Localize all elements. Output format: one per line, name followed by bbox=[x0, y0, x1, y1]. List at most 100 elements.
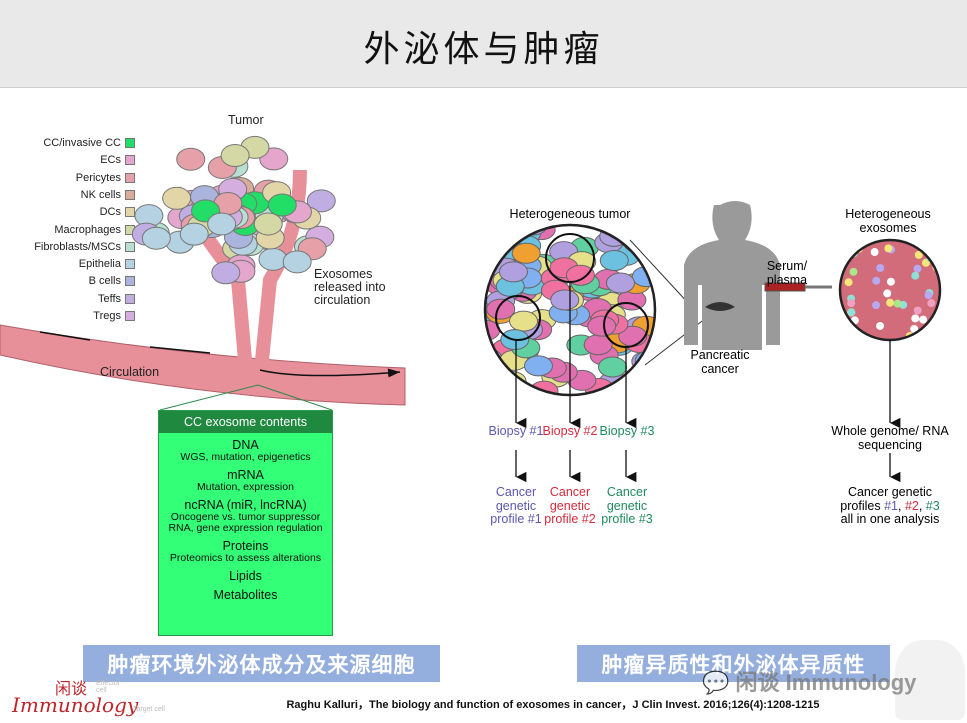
callout-line bbox=[257, 384, 333, 410]
profile-label-2: Cancer genetic profile #2 bbox=[544, 485, 596, 526]
cell bbox=[162, 186, 192, 210]
tumor-cells bbox=[131, 135, 336, 285]
logo-cn: 闲谈 bbox=[55, 679, 88, 698]
exosome bbox=[913, 264, 922, 273]
legend-item: Tregs bbox=[0, 310, 135, 322]
box-header: CC exosome contents bbox=[159, 411, 332, 433]
legend-item: Teffs bbox=[0, 293, 135, 305]
legend-swatch bbox=[125, 293, 135, 304]
tumor-cell bbox=[598, 356, 628, 378]
legend-item: ECs bbox=[0, 154, 135, 166]
cell bbox=[179, 222, 209, 246]
pancreas-icon bbox=[705, 302, 735, 311]
content-item: Lipids bbox=[159, 569, 332, 583]
legend-label: Fibroblasts/MSCs bbox=[34, 240, 121, 253]
exosome bbox=[931, 245, 940, 254]
legend-swatch bbox=[125, 241, 135, 252]
tumor-cell bbox=[640, 225, 655, 238]
legend-swatch bbox=[125, 311, 135, 321]
legend-label: Pericytes bbox=[75, 171, 121, 184]
exosome bbox=[847, 308, 856, 317]
tumor-cell bbox=[623, 232, 653, 254]
serum-label: Serum/ plasma bbox=[766, 259, 808, 287]
tumor-cell bbox=[523, 355, 553, 377]
legend-swatch bbox=[125, 276, 135, 287]
person-silhouette bbox=[684, 201, 780, 350]
tumor-cell bbox=[587, 315, 617, 337]
logo-effector: Effector cell bbox=[96, 680, 120, 694]
banner-right: 肿瘤异质性和外泌体异质性 bbox=[577, 645, 890, 682]
exosome bbox=[870, 248, 879, 257]
legend-label: DCs bbox=[99, 206, 121, 219]
exosome bbox=[886, 298, 895, 307]
cell bbox=[207, 212, 237, 236]
exosome bbox=[876, 321, 885, 330]
flow-arrows bbox=[515, 282, 901, 483]
exosome bbox=[926, 247, 935, 256]
content-title: Proteins bbox=[222, 539, 269, 553]
zoom-line bbox=[629, 239, 691, 306]
exosome bbox=[914, 250, 923, 259]
exosome bbox=[911, 314, 920, 323]
wechat-icon: 💬 bbox=[702, 670, 730, 695]
legend-label: Epithelia bbox=[78, 258, 121, 271]
exosome bbox=[847, 299, 856, 308]
profile-label-3: Cancer genetic profile #3 bbox=[601, 485, 653, 526]
callout-line bbox=[159, 384, 259, 410]
cell bbox=[282, 250, 312, 274]
blood-vessel bbox=[0, 324, 406, 406]
legend-swatch bbox=[125, 259, 135, 270]
exosome bbox=[911, 271, 920, 280]
heterogeneity-illustration bbox=[483, 201, 942, 483]
cell bbox=[211, 261, 241, 285]
content-item: ncRNA (miR, lncRNA)Oncogene vs. tumor su… bbox=[159, 498, 332, 534]
watermark-text: 闲谈 Immunology bbox=[735, 670, 917, 695]
content-title: mRNA bbox=[227, 468, 264, 482]
tumor-cell bbox=[599, 249, 629, 271]
logo-target: Target cell bbox=[133, 706, 165, 713]
tumor-cell bbox=[550, 289, 580, 311]
legend-label: CC/invasive CC bbox=[43, 137, 121, 149]
tumor-label: Tumor bbox=[228, 113, 264, 127]
legend-label: Tregs bbox=[93, 310, 121, 322]
exosome bbox=[849, 267, 858, 276]
title-bar bbox=[0, 0, 967, 88]
exosome bbox=[872, 276, 881, 285]
exosome bbox=[919, 315, 928, 324]
exosome bbox=[893, 299, 902, 308]
content-detail: Proteomics to assess alterations bbox=[169, 552, 322, 564]
cat-mascot-icon bbox=[895, 640, 965, 720]
legend-swatch bbox=[125, 189, 135, 200]
legend-item: NK cells bbox=[0, 189, 135, 201]
het-exosomes-label: Heterogeneous exosomes bbox=[845, 207, 931, 235]
legend-label: NK cells bbox=[80, 188, 121, 201]
cell bbox=[220, 144, 250, 168]
tumor-cell bbox=[639, 358, 655, 380]
legend-label: Teffs bbox=[97, 292, 121, 305]
tumor-vessel-illustration bbox=[0, 135, 420, 410]
cell bbox=[253, 212, 283, 236]
exosome bbox=[924, 291, 933, 300]
tumor-cell bbox=[565, 264, 595, 286]
legend-item: Epithelia bbox=[0, 258, 135, 270]
legend-item: Fibroblasts/MSCs bbox=[0, 241, 135, 253]
tumor-cell bbox=[485, 380, 501, 395]
cell bbox=[141, 226, 171, 250]
tumor-cell bbox=[605, 272, 635, 294]
content-detail: WGS, mutation, epigenetics bbox=[180, 451, 311, 463]
legend-swatch bbox=[125, 207, 135, 218]
exosome bbox=[884, 244, 893, 253]
exosome-mosaic bbox=[840, 240, 940, 340]
zoom-line bbox=[644, 314, 711, 366]
exosome bbox=[886, 277, 895, 286]
exosome bbox=[876, 264, 885, 273]
exosome bbox=[910, 325, 919, 334]
legend-label: Macrophages bbox=[54, 223, 121, 236]
biopsy-label-3: Biopsy #3 bbox=[599, 424, 655, 438]
tumor-cell-mosaic bbox=[485, 225, 655, 395]
exosome bbox=[872, 301, 881, 310]
